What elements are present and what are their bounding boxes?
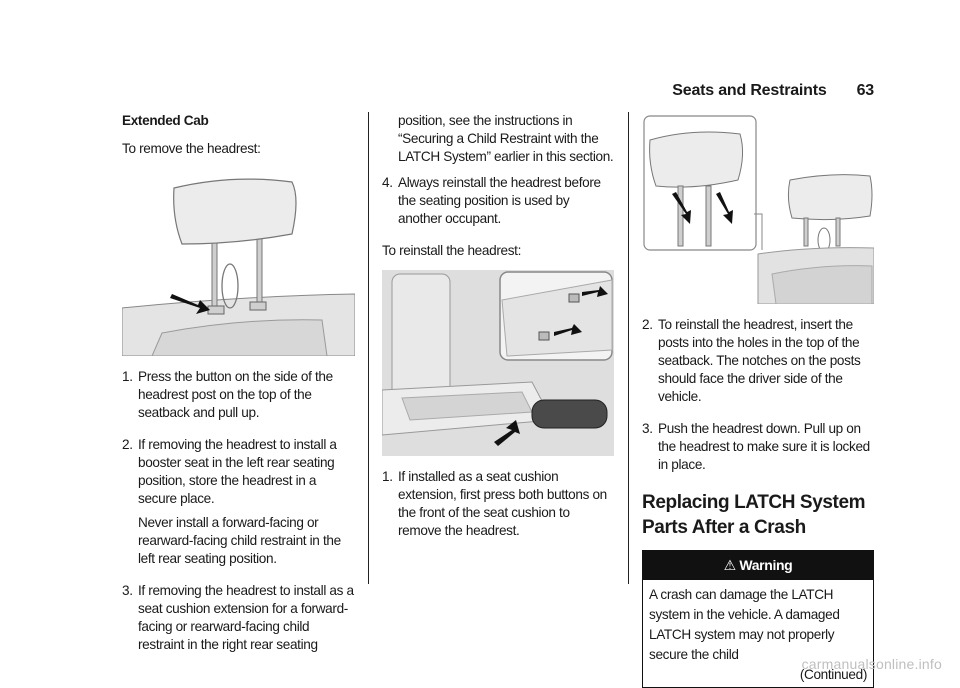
- step-text: Press the button on the side of the head…: [138, 369, 333, 420]
- remove-intro: To remove the headrest:: [122, 141, 261, 156]
- step-text: Push the headrest down. Pull up on the h…: [658, 421, 870, 472]
- list-item: 2. If removing the headrest to install a…: [122, 436, 355, 574]
- list-item: 4. Always reinstall the headrest before …: [382, 174, 614, 234]
- watermark: carmanualsonline.info: [801, 656, 942, 672]
- step-text: If installed as a seat cushion extension…: [398, 469, 607, 538]
- list-item: 3. If removing the headrest to install a…: [122, 583, 354, 652]
- column-2: position, see the instructions in “Secur…: [382, 112, 614, 554]
- warning-text: A crash can damage the LATCH system in t…: [649, 587, 840, 662]
- section-title: Seats and Restraints: [672, 82, 827, 99]
- list-item: 1. If installed as a seat cushion extens…: [382, 468, 614, 546]
- running-header: Seats and Restraints 63: [672, 82, 874, 100]
- reinstall-intro: To reinstall the headrest:: [382, 243, 522, 258]
- headrest-reinstall-figure: [642, 114, 874, 304]
- warning-icon: ⚠: [723, 557, 737, 573]
- warning-box: ⚠ Warning A crash can damage the LATCH s…: [642, 550, 874, 688]
- section-heading: Replacing LATCH System Parts After a Cra…: [642, 492, 866, 538]
- step-text: If removing the headrest to install as a…: [138, 583, 354, 652]
- warning-header: ⚠ Warning: [643, 551, 873, 580]
- list-item: 3. Push the headrest down. Pull up on th…: [642, 420, 874, 480]
- step-continuation: position, see the instructions in “Secur…: [398, 113, 614, 164]
- removal-steps: 1. Press the button on the side of the h…: [122, 368, 355, 660]
- column-divider: [368, 112, 369, 584]
- seat-cushion-extension-figure: [382, 270, 614, 456]
- headrest-removal-figure: [122, 168, 355, 356]
- warning-title: Warning: [739, 557, 793, 573]
- step-text: Always reinstall the headrest before the…: [398, 175, 601, 226]
- column-divider: [628, 112, 629, 584]
- warning-body: A crash can damage the LATCH system in t…: [643, 580, 873, 687]
- step-text: To reinstall the headrest, insert the po…: [658, 317, 861, 404]
- subhead-extended-cab: Extended Cab: [122, 113, 209, 128]
- list-item: 1. Press the button on the side of the h…: [122, 368, 355, 428]
- list-item: 2. To reinstall the headrest, insert the…: [642, 316, 874, 412]
- step-text: If removing the headrest to install a bo…: [138, 437, 337, 506]
- step-note: Never install a forward-facing or rearwa…: [138, 515, 341, 566]
- column-3: 2. To reinstall the headrest, insert the…: [642, 112, 874, 688]
- page-number: 63: [856, 82, 875, 99]
- column-1: Extended Cab To remove the headrest: 1. …: [122, 112, 355, 668]
